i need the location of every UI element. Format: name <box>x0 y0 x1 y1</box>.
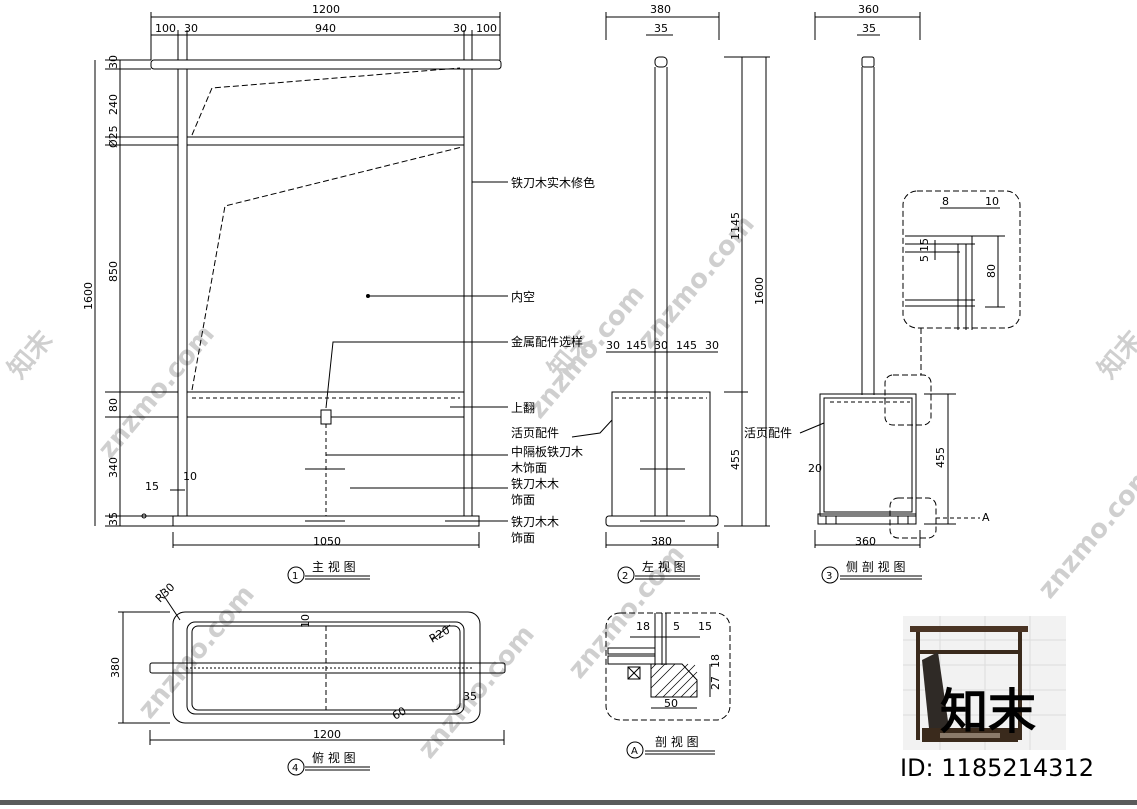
dim-240: 240 <box>107 94 120 115</box>
dim-30c: 30 <box>705 339 719 352</box>
caption-top: 俯 视 图 <box>312 750 356 765</box>
dim-380: 380 <box>109 657 122 678</box>
render-thumbnail: 知末 <box>903 616 1066 750</box>
front-view <box>94 12 508 548</box>
detail-dim-80: 80 <box>985 264 998 278</box>
sec-dim-50: 50 <box>664 697 678 710</box>
dim-r30: R30 <box>153 581 177 605</box>
caption-num: 3 <box>826 571 832 582</box>
dim-30b: 30 <box>654 339 668 352</box>
sec-dim-27: 27 <box>709 676 722 690</box>
caption-side: 侧 剖 视 图 <box>846 559 905 574</box>
callout-hinge: 活页配件 <box>511 426 559 440</box>
dim-145b: 145 <box>676 339 697 352</box>
caption-section: 剖 视 图 <box>655 734 699 749</box>
dim-35: 35 <box>107 512 120 526</box>
dim-35: 35 <box>654 22 668 35</box>
dim-455: 455 <box>729 449 742 470</box>
dim-35: 35 <box>862 22 876 35</box>
dim-1050: 1050 <box>313 535 341 548</box>
callout-base-2: 饰面 <box>511 531 535 545</box>
side-view <box>799 12 1021 548</box>
dim-360: 360 <box>858 3 879 16</box>
dim-30-right: 30 <box>453 22 467 35</box>
left-view <box>571 12 770 548</box>
watermark-text: znzmo.com <box>1032 460 1137 605</box>
dim-100-left: 100 <box>155 22 176 35</box>
sec-dim-18: 18 <box>636 620 650 633</box>
dim-10: 10 <box>183 470 197 483</box>
dim-145a: 145 <box>626 339 647 352</box>
dim-360-bottom: 360 <box>855 535 876 548</box>
sec-dim-15: 15 <box>698 620 712 633</box>
callout-flip: 上翻 <box>511 401 535 415</box>
dim-15: 15 <box>145 480 159 493</box>
dim-940: 940 <box>315 22 336 35</box>
dim-1600: 1600 <box>753 277 766 305</box>
top-view <box>118 589 506 745</box>
section-a <box>605 612 731 721</box>
sec-dim-5: 5 <box>673 620 680 633</box>
dim-30-v: 30 <box>107 55 120 69</box>
caption-num: 1 <box>292 571 298 582</box>
dim-380: 380 <box>650 3 671 16</box>
left-view-text: 380 35 30 145 30 145 30 1145 455 1600 38… <box>606 3 766 584</box>
detail-dim-8: 8 <box>942 195 949 208</box>
callout-material: 铁刀木实木修色 <box>511 175 595 190</box>
dim-100-right: 100 <box>476 22 497 35</box>
caption-num: 4 <box>292 763 298 774</box>
section-mark-a: A <box>982 511 990 524</box>
section-a-text: 18 5 15 18 27 50 A 剖 视 图 <box>626 620 722 759</box>
top-view-text: 380 1200 R30 R20 10 35 60 4 俯 视 图 <box>109 581 477 776</box>
bottom-border <box>0 800 1137 805</box>
caption-front: 主 视 图 <box>312 559 356 574</box>
dim-rail: Ø25 <box>107 125 120 148</box>
side-view-text: 360 35 8 10 15 5 80 455 活页配件 20 A 360 3 … <box>744 3 999 584</box>
dim-1200: 1200 <box>313 728 341 741</box>
callout-metal: 金属配件选样 <box>511 334 583 349</box>
front-view-text: 1200 100 30 940 30 100 30 240 Ø25 850 80… <box>82 3 595 584</box>
dim-1145: 1145 <box>729 212 742 240</box>
dim-850: 850 <box>107 261 120 282</box>
dim-10: 10 <box>299 614 312 628</box>
callout-hollow: 内空 <box>511 290 535 304</box>
dim-1200: 1200 <box>312 3 340 16</box>
dim-35: 35 <box>463 690 477 703</box>
callout-partition: 中隔板铁刀木 <box>511 444 583 459</box>
dim-1600: 1600 <box>82 282 95 310</box>
dim-340: 340 <box>107 457 120 478</box>
caption-left: 左 视 图 <box>642 559 686 574</box>
watermark-logo: 知末 <box>2 325 59 385</box>
caption-num: 2 <box>622 571 628 582</box>
dim-20: 20 <box>808 462 822 475</box>
dim-60: 60 <box>390 704 409 722</box>
dim-30a: 30 <box>606 339 620 352</box>
callout-veneer-2: 饰面 <box>511 493 535 507</box>
sec-dim-18b: 18 <box>709 654 722 668</box>
callout-veneer: 铁刀木木 <box>511 477 559 491</box>
watermark-logo-large: 知末 <box>940 684 1036 740</box>
caption-num: A <box>631 746 638 757</box>
watermark-logo: 知末 <box>1092 325 1137 385</box>
watermark-text: znzmo.com <box>132 580 260 725</box>
dim-455: 455 <box>934 447 947 468</box>
dim-80: 80 <box>107 398 120 412</box>
detail-dim-5: 5 <box>918 255 931 262</box>
detail-dim-10: 10 <box>985 195 999 208</box>
dim-380-bottom: 380 <box>651 535 672 548</box>
callout-hinge-side: 活页配件 <box>744 426 792 440</box>
dim-30-left: 30 <box>184 22 198 35</box>
callout-partition-2: 木饰面 <box>511 461 547 475</box>
callout-base: 铁刀木木 <box>511 515 559 529</box>
detail-dim-15: 15 <box>918 238 931 252</box>
watermark-id: ID: 1185214312 <box>900 754 1094 782</box>
